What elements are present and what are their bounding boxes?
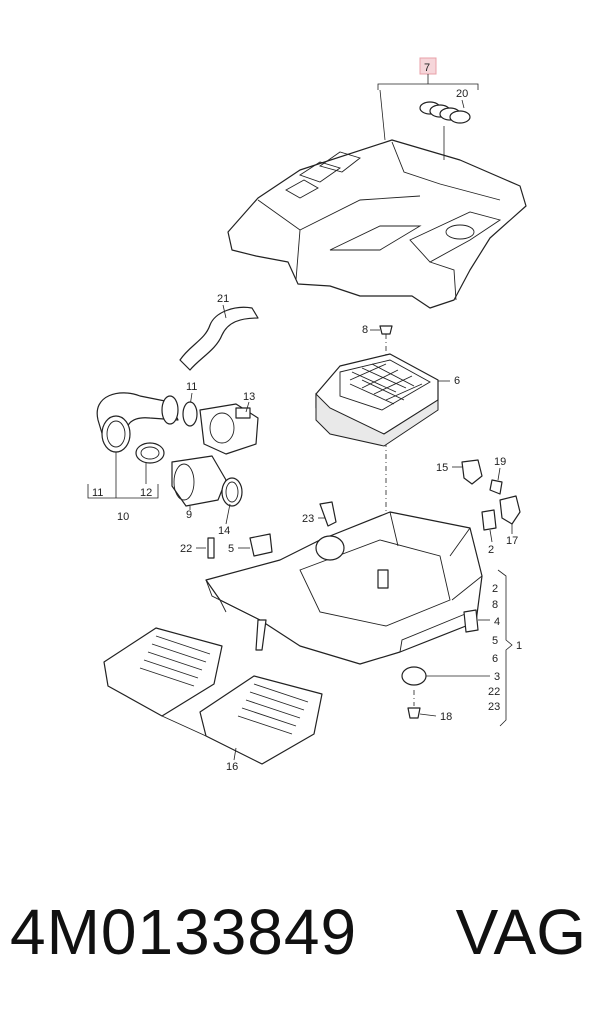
callout-18[interactable]: 18 (440, 711, 452, 723)
callout-20[interactable]: 20 (456, 88, 468, 100)
callout-10[interactable]: 10 (117, 511, 129, 523)
callout-11-lower[interactable]: 11 (92, 487, 103, 499)
callout-column-1: 2 8 5 6 22 23 1 (488, 569, 522, 727)
clip-23: 23 (302, 501, 337, 527)
callout-col-5[interactable]: 5 (492, 635, 498, 647)
emblem-rings: 20 (419, 88, 471, 160)
parts-diagram: 7 20 21 8 (87, 57, 527, 773)
callout-12[interactable]: 12 (140, 487, 152, 499)
callout-9[interactable]: 9 (186, 509, 192, 521)
callout-23[interactable]: 23 (302, 513, 314, 525)
air-filter: 6 (315, 353, 460, 447)
brackets-right: 15 19 17 2 (436, 456, 521, 556)
callout-2-upper[interactable]: 2 (488, 544, 494, 556)
callout-col-8[interactable]: 8 (492, 599, 498, 611)
callout-1[interactable]: 1 (516, 640, 522, 652)
breather-hose: 21 (179, 293, 259, 371)
intake-hose-group: 11 11 12 10 (87, 381, 198, 523)
callout-4[interactable]: 4 (494, 616, 500, 628)
mounts: 4 3 18 (401, 609, 500, 723)
callout-col-6[interactable]: 6 (492, 653, 498, 665)
air-filter-housing (205, 511, 483, 665)
callout-5[interactable]: 5 (228, 543, 234, 555)
callout-17[interactable]: 17 (506, 535, 518, 547)
callout-6[interactable]: 6 (454, 375, 460, 387)
intake-grilles: 16 (103, 627, 323, 773)
callout-22[interactable]: 22 (180, 543, 192, 555)
footer: 4M0133849 VAG (0, 895, 600, 975)
callout-7[interactable]: 7 (424, 62, 430, 74)
air-mass-meter: 13 (199, 391, 259, 455)
callout-8[interactable]: 8 (362, 324, 368, 336)
callout-3[interactable]: 3 (494, 671, 500, 683)
air-duct-9-14: 9 14 (171, 455, 243, 537)
callout-21[interactable]: 21 (217, 293, 229, 305)
part-number: 4M0133849 (10, 896, 358, 968)
callout-19[interactable]: 19 (494, 456, 506, 468)
callout-15[interactable]: 15 (436, 462, 448, 474)
callout-16[interactable]: 16 (226, 761, 238, 773)
engine-cover: 7 (227, 57, 527, 309)
callout-col-23[interactable]: 23 (488, 701, 500, 713)
callout-col-2[interactable]: 2 (492, 583, 498, 595)
callout-13[interactable]: 13 (243, 391, 255, 403)
clips-left: 22 5 (180, 533, 273, 559)
brand-label: VAG (455, 896, 586, 968)
callout-11-upper[interactable]: 11 (186, 381, 197, 393)
callout-14[interactable]: 14 (218, 525, 230, 537)
callout-col-22[interactable]: 22 (488, 686, 500, 698)
